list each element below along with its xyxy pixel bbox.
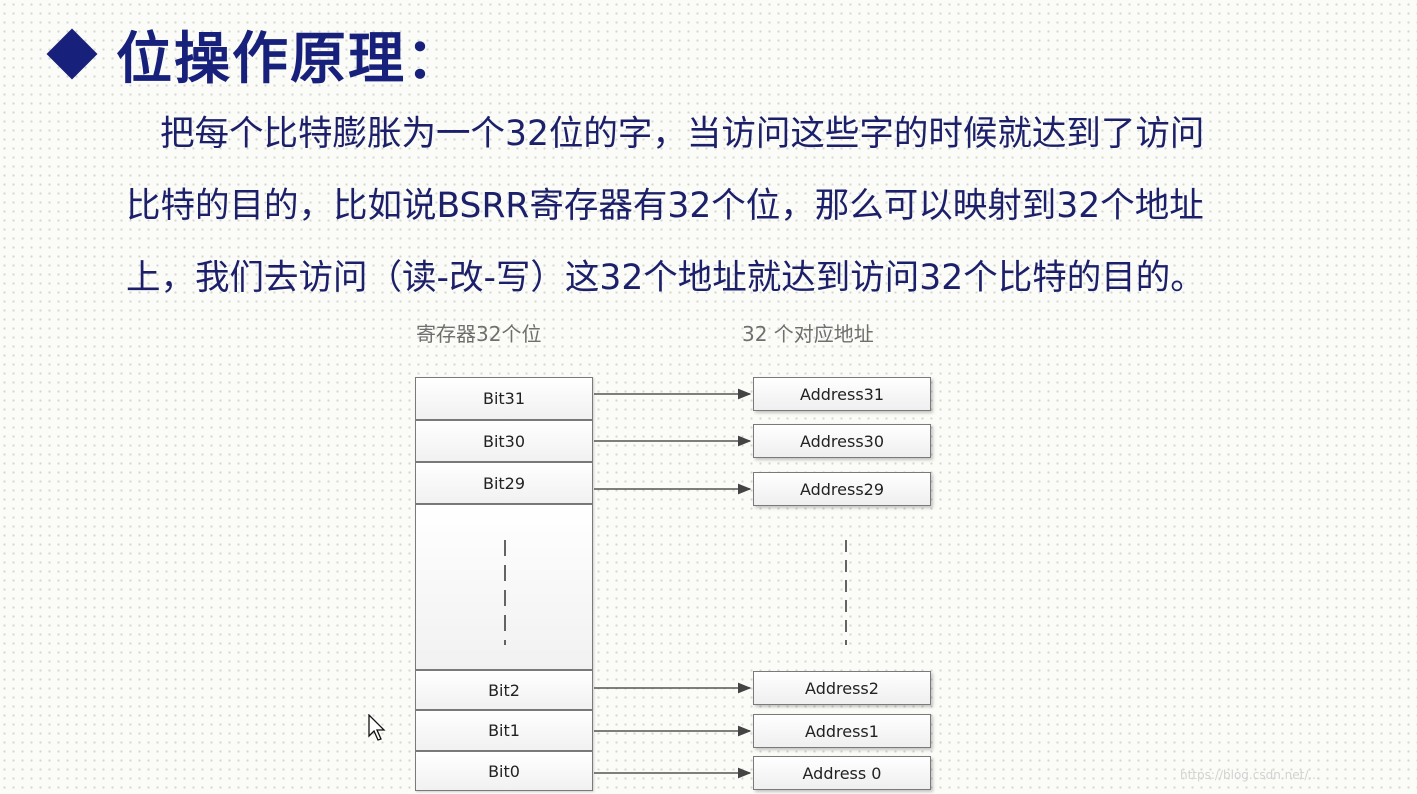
register-bit-29: Bit29 [415, 462, 593, 504]
address-label: Address29 [799, 479, 885, 499]
body-line-3: 上，我们去访问（读-改-写）这32个地址就达到访问32个比特的目的。 [126, 258, 1205, 298]
register-bit-label: Bit30 [482, 431, 526, 451]
watermark-text: https://blog.csdn.net/... [1180, 768, 1320, 782]
address-label: Address 0 [802, 763, 882, 783]
register-bit-label: Bit31 [482, 389, 526, 408]
register-bit-1: Bit1 [415, 710, 593, 751]
address-30: Address30 [753, 424, 931, 458]
body-line-1: 把每个比特膨胀为一个32位的字，当访问这些字的时候就达到了访问 [160, 114, 1205, 154]
register-bit-label: Bit2 [488, 680, 520, 700]
address-label: Address30 [799, 431, 885, 451]
address-31: Address31 [753, 377, 931, 411]
register-bit-31: Bit31 [415, 377, 593, 420]
slide-title: 位操作原理： [116, 26, 464, 92]
address-0: Address 0 [753, 756, 931, 790]
slide-title-row: 位操作原理： [44, 14, 464, 94]
body-line-2: 比特的目的，比如说BSRR寄存器有32个位，那么可以映射到32个地址 [126, 186, 1204, 226]
mouse-pointer-icon [368, 714, 386, 741]
register-column-header: 寄存器32个位 [416, 322, 542, 346]
register-bit-2: Bit2 [415, 670, 593, 710]
address-29: Address29 [753, 472, 931, 506]
address-1: Address1 [753, 714, 931, 748]
address-label: Address2 [805, 678, 879, 698]
address-label: Address1 [805, 721, 879, 741]
register-bit-label: Bit1 [488, 721, 520, 740]
body-paragraph: 把每个比特膨胀为一个32位的字，当访问这些字的时候就达到了访问 比特的目的，比如… [126, 98, 1366, 314]
register-bit-label: Bit29 [482, 473, 526, 493]
register-bit-0: Bit0 [415, 751, 593, 791]
address-column-header: 32 个对应地址 [742, 322, 874, 346]
address-2: Address2 [753, 671, 931, 705]
register-bit-30: Bit30 [415, 420, 593, 462]
address-label: Address31 [799, 384, 885, 404]
register-middle-bits [415, 504, 593, 670]
register-bit-label: Bit0 [488, 761, 520, 781]
